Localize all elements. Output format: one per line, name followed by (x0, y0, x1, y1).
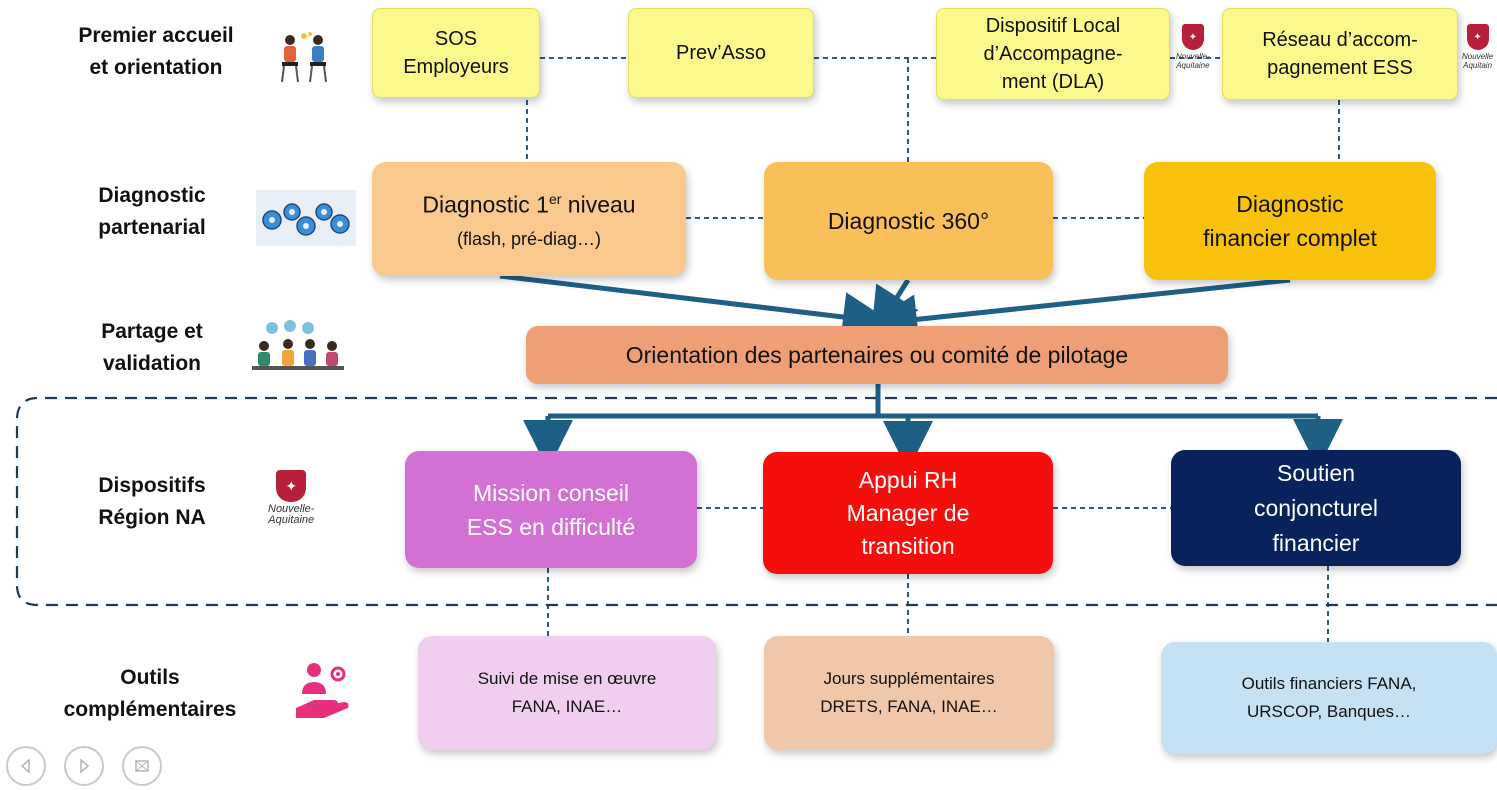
box-reseau-ess: Réseau d’accom- pagnement ESS (1222, 8, 1458, 100)
prev-slide-icon (20, 758, 30, 774)
row-label-dispositifs: Dispositifs Région NA (98, 474, 206, 529)
diagnostic-niveau-text: niveau (561, 191, 636, 218)
box-diagnostic-1er-niveau: Diagnostic 1er niveau (flash, pré-diag…) (372, 162, 686, 276)
diagnostic-1er-text: Diagnostic 1 (422, 191, 549, 218)
diagnostic-financier-label: Diagnostic financier complet (1203, 191, 1377, 251)
sos-employeurs-label: SOS Employeurs (403, 28, 509, 78)
slide-overview-icon (135, 760, 149, 772)
box-soutien-conjoncturel: Soutien conjoncturel financier (1171, 450, 1461, 566)
region-shield-icon-right: ✦ (1466, 24, 1489, 50)
helping-hand-icon (296, 663, 349, 718)
box-jours-supplementaires: Jours supplémentaires DRETS, FANA, INAE… (764, 636, 1054, 750)
box-sos-employeurs: SOS Employeurs (372, 8, 540, 98)
region-logo: ✦ Nouvelle- Aquitaine (268, 470, 314, 526)
diagnostic-1er-niveau-sub: (flash, pré-diag…) (456, 228, 602, 249)
diagnostic-1er-niveau-title: Diagnostic 1er niveau (422, 182, 635, 222)
region-logo-text-right: Nouvelle Aquitain (1462, 52, 1494, 70)
box-prevasso: Prev’Asso (628, 8, 814, 98)
mission-conseil-label: Mission conseil ESS en difficulté (466, 479, 636, 540)
region-logo-text-small: Nouvelle- Aquitaine (1176, 52, 1210, 70)
slide-overview-button[interactable] (122, 746, 162, 786)
outils-financiers-label: Outils financiers FANA, URSCOP, Banques… (1241, 674, 1417, 721)
region-logo-right: ✦ Nouvelle Aquitain (1462, 24, 1493, 70)
prevasso-label: Prev’Asso (675, 42, 767, 64)
box-mission-conseil: Mission conseil ESS en difficulté (405, 451, 697, 568)
gears-icon (256, 190, 356, 246)
dla-label: Dispositif Local d’Accompagne- ment (DLA… (983, 15, 1123, 93)
region-logo-text: Nouvelle- Aquitaine (268, 503, 315, 526)
jours-label: Jours supplémentaires DRETS, FANA, INAE… (820, 669, 998, 716)
suivi-label: Suivi de mise en œuvre FANA, INAE… (477, 669, 657, 716)
diagnostic-1er-sup: er (548, 191, 562, 208)
orientation-label: Orientation des partenaires ou comité de… (625, 341, 1129, 368)
next-slide-icon (80, 758, 90, 774)
box-orientation: Orientation des partenaires ou comité de… (526, 326, 1228, 384)
region-logo-small: ✦ Nouvelle- Aquitaine (1176, 24, 1210, 70)
prev-slide-button[interactable] (6, 746, 46, 786)
group-discussion-icon (252, 320, 344, 370)
box-appui-rh: Appui RH Manager de transition (763, 452, 1053, 574)
box-diagnostic-financier: Diagnostic financier complet (1144, 162, 1436, 280)
people-meeting-icon (281, 32, 327, 83)
reseau-ess-label: Réseau d’accom- pagnement ESS (1262, 29, 1418, 79)
box-outils-financiers: Outils financiers FANA, URSCOP, Banques… (1161, 642, 1497, 754)
diagnostic-360-label: Diagnostic 360° (827, 208, 990, 234)
region-shield-icon-small: ✦ (1181, 24, 1204, 50)
row-label-premier-accueil: Premier accueil et orientation (78, 24, 234, 79)
box-suivi-mise-en-oeuvre: Suivi de mise en œuvre FANA, INAE… (418, 636, 716, 750)
box-dla: Dispositif Local d’Accompagne- ment (DLA… (936, 8, 1170, 100)
box-diagnostic-360: Diagnostic 360° (764, 162, 1053, 280)
soutien-conjoncturel-label: Soutien conjoncturel financier (1253, 459, 1379, 556)
row-label-diagnostic: Diagnostic partenarial (98, 184, 206, 239)
row-label-partage: Partage et validation (101, 320, 203, 375)
region-shield-icon: ✦ (276, 470, 307, 502)
appui-rh-label: Appui RH Manager de transition (846, 466, 970, 559)
next-slide-button[interactable] (64, 746, 104, 786)
row-label-outils: Outils complémentaires (63, 666, 237, 721)
